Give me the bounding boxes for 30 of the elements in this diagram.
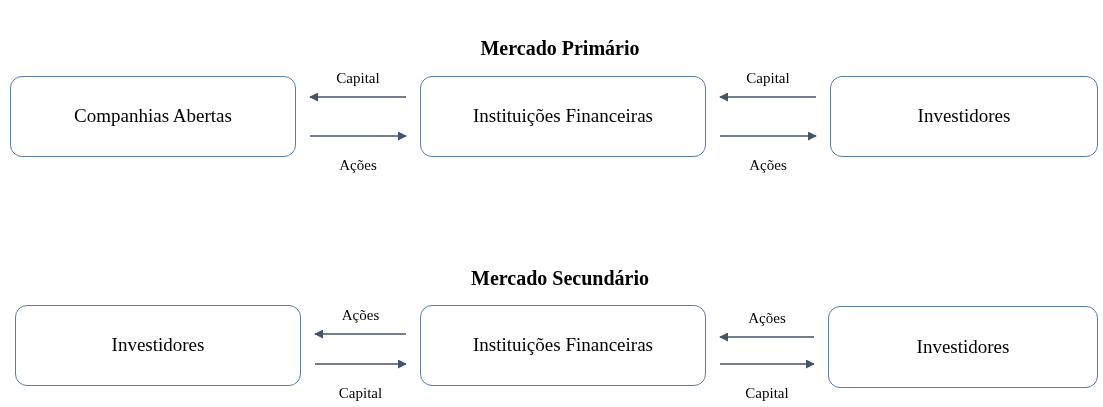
process-box bbox=[420, 76, 706, 157]
arrow bbox=[309, 92, 407, 102]
edge-label: Capital bbox=[744, 71, 792, 86]
box-label: Investidores bbox=[916, 334, 1010, 359]
edge-label: Ações bbox=[746, 311, 788, 326]
edge-label: Capital bbox=[334, 71, 382, 86]
edge-label: Ações bbox=[339, 308, 382, 323]
edge-label: Capital bbox=[336, 386, 385, 401]
edge-label: Ações bbox=[747, 158, 789, 173]
process-box bbox=[10, 76, 296, 157]
arrow bbox=[309, 131, 407, 141]
edge-label: Capital bbox=[743, 386, 791, 401]
section-heading: Mercado Secundário bbox=[471, 268, 649, 288]
arrow bbox=[719, 131, 817, 141]
arrow bbox=[719, 359, 815, 369]
arrow bbox=[314, 329, 407, 339]
box-label: Investidores bbox=[111, 333, 205, 358]
box-label: Instituições Financeiras bbox=[473, 104, 653, 129]
arrow bbox=[719, 92, 817, 102]
edge-label: Ações bbox=[337, 158, 379, 173]
arrow bbox=[314, 359, 407, 369]
arrow bbox=[719, 332, 815, 342]
box-label: Investidores bbox=[917, 104, 1011, 129]
process-box bbox=[15, 305, 301, 386]
box-label: Instituições Financeiras bbox=[473, 333, 653, 358]
box-label: Companhias Abertas bbox=[74, 104, 232, 129]
process-box bbox=[828, 306, 1098, 388]
process-box bbox=[830, 76, 1098, 157]
section-heading: Mercado Primário bbox=[480, 38, 640, 58]
process-box bbox=[420, 305, 706, 386]
